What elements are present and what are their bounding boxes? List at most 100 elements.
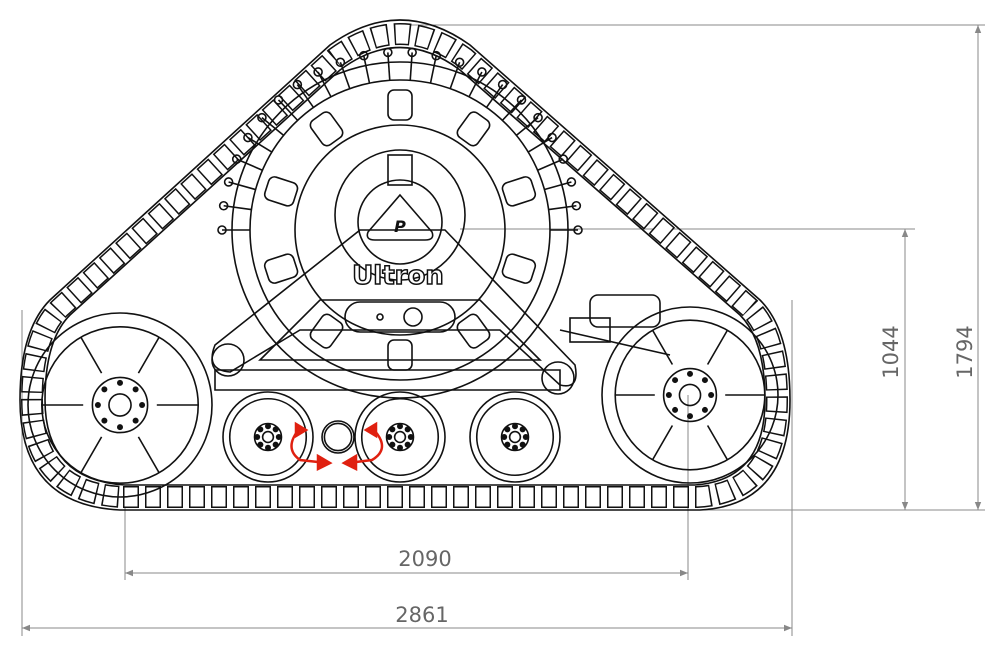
- lug-nut: [139, 402, 146, 408]
- lug-nut: [257, 426, 264, 433]
- sprocket-window: [263, 176, 299, 207]
- lug-nut: [397, 423, 403, 430]
- lug-nut: [687, 413, 693, 420]
- sprocket-pin-head: [431, 50, 442, 61]
- lug-nut: [275, 434, 282, 440]
- sprocket-pin-head: [231, 154, 242, 164]
- lug-nut: [257, 441, 264, 448]
- sprocket-pin-head: [573, 225, 583, 235]
- lug-nut: [404, 441, 411, 448]
- sprocket-hub: P: [334, 149, 466, 281]
- brand-label: Ultron: [352, 261, 444, 291]
- wheel-spoke: [137, 336, 160, 374]
- road-wheel: [469, 391, 561, 483]
- lug-nut: [265, 444, 271, 451]
- center-roller: [321, 420, 355, 454]
- dimension-lines: [22, 25, 982, 632]
- lug-nut: [386, 434, 393, 440]
- lug-nut: [265, 423, 271, 430]
- sprocket-window: [501, 176, 537, 207]
- lug-nut: [701, 406, 708, 413]
- sprocket-window: [263, 253, 299, 284]
- dimension-overall-width: 2861: [395, 603, 448, 627]
- wheel-spoke: [137, 436, 160, 474]
- lug-nut: [94, 402, 101, 408]
- wheel-spoke: [651, 329, 674, 365]
- lug-nut: [519, 441, 526, 448]
- bogie-frame: [211, 229, 577, 395]
- lug-nut: [132, 417, 139, 424]
- tensioner-cylinder: [559, 294, 671, 356]
- sprocket-pin-head: [477, 67, 487, 77]
- sprocket-pin-head: [454, 57, 465, 68]
- sprocket-pin-head: [335, 57, 346, 68]
- logo-badge: [366, 193, 434, 241]
- sprocket-pin-head: [218, 200, 229, 211]
- lug-nut: [519, 426, 526, 433]
- sprocket-pin-head: [292, 79, 303, 90]
- lug-nut: [132, 386, 139, 393]
- lug-nut: [117, 379, 123, 386]
- wheel-spoke: [706, 329, 729, 365]
- idler-wheel-left: [27, 312, 213, 498]
- wheel-spoke: [706, 425, 729, 461]
- wheels: [27, 306, 779, 498]
- sprocket-pin-head: [358, 50, 369, 61]
- road-wheel: [222, 391, 314, 483]
- sprocket-pin-head: [558, 154, 569, 164]
- rotation-arrows: [290, 421, 384, 472]
- sprocket-pin-head: [516, 95, 527, 105]
- sprocket-pin-head: [571, 200, 582, 211]
- sprocket-window: [456, 313, 491, 349]
- sprocket-window: [387, 89, 413, 121]
- lug-nut: [522, 434, 529, 440]
- lug-nut: [504, 441, 511, 448]
- sprocket-window: [309, 111, 344, 147]
- sprocket-pin-head: [257, 112, 267, 123]
- sprocket-pin-head: [547, 132, 557, 143]
- lug-nut: [672, 406, 679, 413]
- sprocket-window: [456, 111, 491, 147]
- wheel-hub: [662, 367, 718, 423]
- sprocket-pin-head: [217, 225, 227, 235]
- rubber-track: [19, 19, 791, 511]
- lug-nut: [397, 444, 403, 451]
- lug-nut: [389, 426, 396, 433]
- lug-nut: [389, 441, 396, 448]
- road-wheel: [354, 391, 446, 483]
- sprocket-pin-head: [407, 47, 417, 58]
- lug-nut: [687, 370, 693, 377]
- lug-nut: [101, 417, 108, 424]
- sprocket-pin-head: [383, 47, 393, 58]
- lug-nut: [272, 426, 279, 433]
- sprocket-pin-head: [313, 67, 323, 77]
- wheel-spoke: [651, 425, 674, 461]
- extension-lines: [21, 24, 985, 636]
- sprocket-window: [387, 339, 413, 371]
- drive-sprocket: [217, 47, 583, 399]
- sprocket-pin-head: [566, 177, 577, 187]
- lug-nut: [404, 426, 411, 433]
- sprocket-pin-head: [533, 112, 543, 123]
- sprocket-pin-head: [243, 132, 253, 143]
- lug-nut: [407, 434, 414, 440]
- lug-nut: [254, 434, 261, 440]
- dimension-axle-height: 1044: [879, 325, 903, 378]
- wheel-spoke: [80, 336, 103, 374]
- sprocket-window: [309, 313, 344, 349]
- lug-nut: [708, 392, 715, 398]
- sprocket-pin-head: [223, 177, 234, 187]
- lug-nut: [665, 392, 672, 398]
- sprocket-pin-head: [497, 79, 508, 90]
- sprocket-pin-head: [273, 95, 284, 105]
- lug-nut: [672, 377, 679, 384]
- lug-nut: [512, 444, 518, 451]
- idler-wheel-right: [601, 306, 779, 484]
- logo-letter: P: [394, 217, 406, 236]
- lug-nut: [101, 386, 108, 393]
- lug-nut: [117, 424, 123, 431]
- sprocket-window: [501, 253, 537, 284]
- dimension-inner-width: 2090: [398, 547, 451, 571]
- lug-nut: [512, 423, 518, 430]
